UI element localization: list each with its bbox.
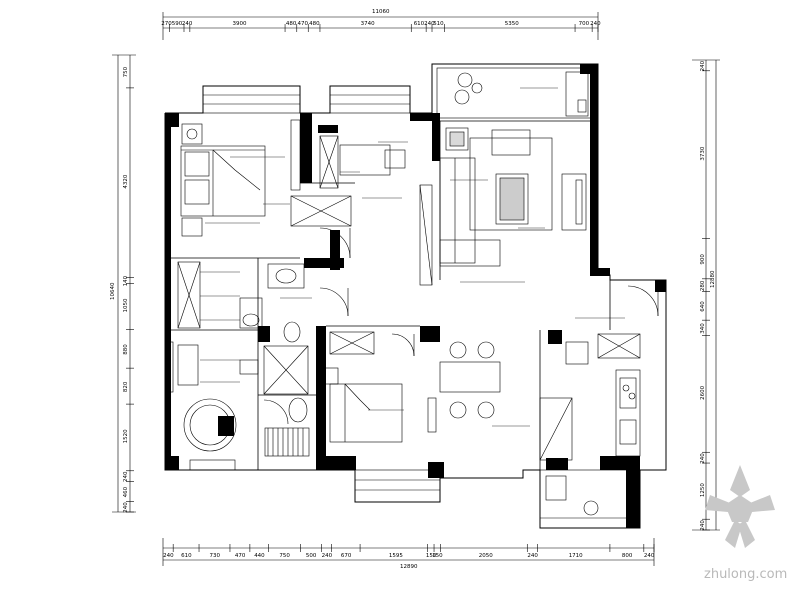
second-bedroom xyxy=(323,331,415,443)
watermark-logo-icon xyxy=(705,465,775,548)
left-dimension-8: 460 xyxy=(123,486,129,497)
bottom-dimension-14: 1710 xyxy=(569,553,583,559)
right-dimension-1: 3730 xyxy=(700,146,706,160)
top-dimension-6: 480 xyxy=(309,21,320,27)
watermark-text: zhulong.com xyxy=(704,567,787,582)
right-dimension-7: 240 xyxy=(700,453,706,464)
top-dimension-5: 470 xyxy=(298,21,309,27)
top-dimension-8: 610 xyxy=(414,21,425,27)
dining-area xyxy=(427,341,501,433)
bottom-dimension-4: 440 xyxy=(254,553,265,559)
right-dimension-4: 640 xyxy=(700,301,706,312)
bathtub-room xyxy=(183,397,310,457)
top-overall-dimension: 11060 xyxy=(372,9,390,15)
bottom-dimension-5: 750 xyxy=(279,553,290,559)
bottom-dimension-1: 610 xyxy=(181,553,192,559)
right-dimension-9: 240 xyxy=(700,520,706,531)
bottom-overall-dimension: 12890 xyxy=(400,564,418,570)
kitchen xyxy=(539,333,641,516)
right-dimension-6: 2600 xyxy=(700,385,706,399)
master-bedroom xyxy=(180,119,352,259)
top-dimension-13: 240 xyxy=(590,21,601,27)
left-overall-dimension: 10640 xyxy=(110,282,116,300)
bottom-dimension-16: 240 xyxy=(644,553,655,559)
bottom-dimension-7: 240 xyxy=(322,553,333,559)
bathroom-left xyxy=(177,261,349,395)
left-dimension-7: 240 xyxy=(123,471,129,482)
top-dimension-4: 480 xyxy=(286,21,297,27)
right-overall-dimension: 12880 xyxy=(710,270,716,288)
right-dimension-5: 340 xyxy=(700,323,706,334)
bottom-dimension-10: 150 xyxy=(426,553,437,559)
right-dimension-0: 240 xyxy=(700,60,706,71)
top-dimension-9: 240 xyxy=(424,21,435,27)
study-area xyxy=(339,144,433,286)
left-dimension-2: 140 xyxy=(123,275,129,286)
left-dimension-9: 240 xyxy=(123,502,129,513)
bottom-dimension-3: 470 xyxy=(235,553,246,559)
right-dimension-chain xyxy=(692,59,720,531)
left-dimension-3: 1050 xyxy=(123,298,129,312)
top-dimension-10: 510 xyxy=(433,21,444,27)
annotation-callouts xyxy=(200,87,625,427)
left-dimension-4: 880 xyxy=(123,344,129,355)
bottom-dimension-13: 240 xyxy=(527,553,538,559)
bottom-dimension-2: 730 xyxy=(210,553,221,559)
bottom-dimension-8: 670 xyxy=(341,553,352,559)
bottom-dimension-12: 2050 xyxy=(479,553,493,559)
bottom-dimension-chain xyxy=(162,538,655,566)
top-dimension-7: 3740 xyxy=(361,21,375,27)
right-dimension-3: 280 xyxy=(700,280,706,291)
interior-walls xyxy=(171,120,611,470)
bottom-dimension-6: 500 xyxy=(306,553,317,559)
left-dimension-6: 1520 xyxy=(123,429,129,443)
wall-blocks xyxy=(165,64,666,528)
top-dimension-11: 5350 xyxy=(505,21,519,27)
left-dimension-5: 820 xyxy=(123,381,129,392)
top-dimension-2: 240 xyxy=(182,21,193,27)
top-dimension-1: 590 xyxy=(172,21,183,27)
right-dimension-2: 900 xyxy=(700,254,706,265)
top-dimension-12: 700 xyxy=(579,21,590,27)
left-dimension-1: 4320 xyxy=(123,174,129,188)
top-dimension-chain xyxy=(162,12,599,40)
bottom-dimension-0: 240 xyxy=(163,553,174,559)
top-dimension-3: 3900 xyxy=(233,21,247,27)
balcony xyxy=(436,67,593,119)
bottom-dimension-11: 150 xyxy=(432,553,443,559)
living-room xyxy=(439,127,659,317)
bottom-dimension-15: 800 xyxy=(622,553,633,559)
top-dimension-0: 270 xyxy=(161,21,172,27)
right-dimension-8: 1250 xyxy=(700,483,706,497)
bottom-dimension-9: 1595 xyxy=(389,553,403,559)
windows xyxy=(164,85,641,529)
left-dimension-0: 750 xyxy=(123,66,129,77)
